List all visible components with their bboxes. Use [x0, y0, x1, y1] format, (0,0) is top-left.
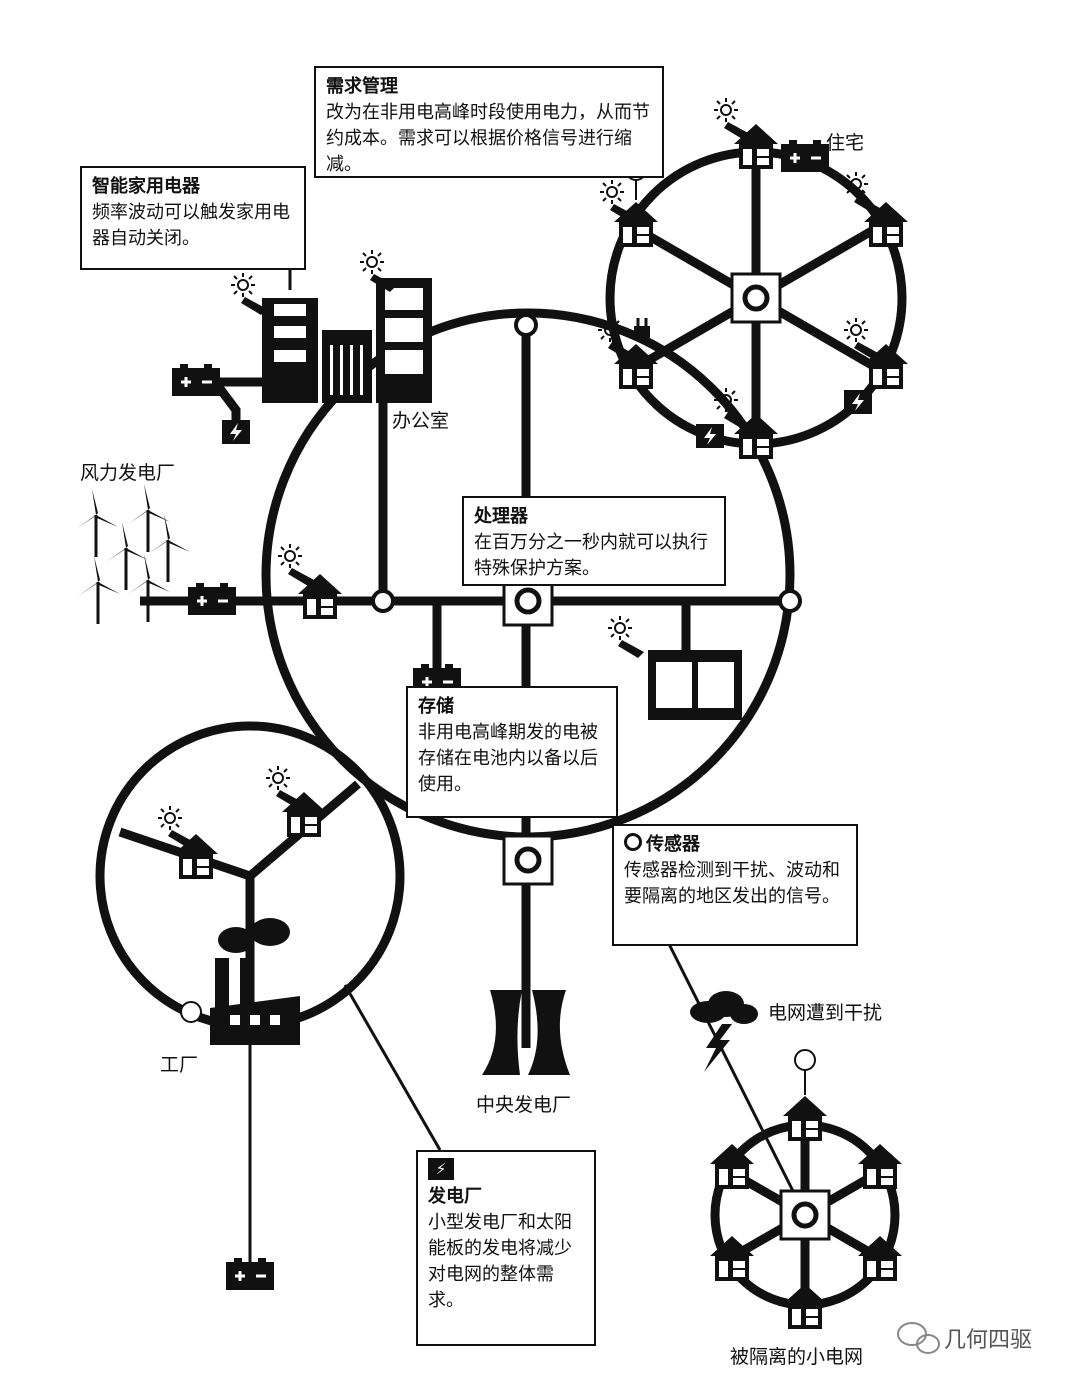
demand-management-callout: 需求管理 改为在非用电高峰时段使用电力，从而节约成本。需求可以根据价格信号进行缩…	[314, 66, 664, 178]
factory-label: 工厂	[160, 1054, 199, 1076]
power-bolt-icon	[696, 424, 724, 448]
sensor-node-main	[504, 836, 552, 884]
callout-title-text: 传感器	[646, 834, 700, 855]
residential-hub-node	[732, 274, 780, 322]
wind-farm-label: 风力发电厂	[80, 462, 176, 484]
solar-panel-icon	[607, 615, 645, 659]
house-icon	[783, 1284, 827, 1329]
plug-icon	[634, 318, 650, 340]
battery-icon	[224, 1256, 276, 1292]
storm-cloud-icon	[690, 991, 758, 1072]
solar-panel-icon	[713, 97, 751, 141]
callout-body: 改为在非用电高峰时段使用电力，从而节约成本。需求可以根据价格信号进行缩减。	[326, 102, 650, 175]
sensor-ring-icon	[624, 833, 642, 851]
central-plant-label: 中央发电厂	[476, 1094, 572, 1116]
battery-icon	[779, 138, 831, 174]
disturbance-label: 电网遭到干扰	[768, 1002, 883, 1024]
callout-title: 需求管理	[326, 76, 398, 97]
house-icon	[783, 1096, 827, 1141]
power-plant-callout: ⚡ 发电厂 小型发电厂和太阳能板的发电将减少对电网的整体需求。	[416, 1150, 596, 1346]
power-bolt-icon	[844, 390, 872, 414]
house-icon	[858, 1236, 902, 1281]
solar-panel-icon	[230, 272, 268, 316]
residence-label: 住宅	[826, 132, 865, 154]
callout-body: 非用电高峰期发的电被存储在电池内以备以后使用。	[418, 722, 598, 795]
wechat-icon	[897, 1322, 940, 1354]
factory-icon	[210, 918, 300, 1045]
callout-title: 智能家用电器	[92, 176, 200, 197]
junction-office	[371, 589, 395, 613]
solar-panel-icon	[277, 543, 315, 587]
battery-icon	[170, 362, 222, 398]
storage-callout: 存储 非用电高峰期发的电被存储在电池内以备以后使用。	[406, 686, 618, 818]
power-bolt-icon: ⚡	[428, 1158, 454, 1180]
junction-top	[514, 313, 538, 337]
callout-body: 在百万分之一秒内就可以执行特殊保护方案。	[474, 532, 708, 579]
sensor-callout: 传感器 传感器检测到干扰、波动和要隔离的地区发出的信号。	[612, 824, 858, 946]
smart-meter-icon	[794, 1049, 816, 1095]
callout-title: 发电厂	[428, 1186, 482, 1207]
smart-meter-icon	[180, 1001, 202, 1023]
cooling-tower-icon	[482, 990, 570, 1075]
processor-callout: 处理器 在百万分之一秒内就可以执行特殊保护方案。	[462, 496, 726, 586]
isolated-grid-label: 被隔离的小电网	[730, 1346, 864, 1368]
battery-icon	[186, 581, 238, 617]
office-building-icon	[262, 278, 432, 403]
callout-title: 处理器	[474, 506, 528, 527]
callout-body: 频率波动可以触发家用电器自动关闭。	[92, 202, 290, 249]
smart-appliance-callout: 智能家用电器 频率波动可以触发家用电器自动关闭。	[80, 166, 306, 270]
solar-panel-icon	[157, 805, 195, 849]
office-label: 办公室	[392, 410, 450, 432]
junction-right	[778, 589, 802, 613]
building-icon	[648, 650, 742, 720]
callout-title: 传感器	[624, 832, 846, 858]
solar-panel-icon	[265, 765, 303, 809]
solar-panel-icon	[599, 179, 637, 223]
callout-body: 传感器检测到干扰、波动和要隔离的地区发出的信号。	[624, 860, 840, 907]
power-bolt-icon	[222, 420, 250, 444]
isolated-hub-node	[781, 1191, 829, 1239]
callout-title: 存储	[418, 696, 454, 717]
callout-body: 小型发电厂和太阳能板的发电将减少对电网的整体需求。	[428, 1212, 572, 1311]
watermark: 几何四驱	[944, 1328, 1033, 1353]
